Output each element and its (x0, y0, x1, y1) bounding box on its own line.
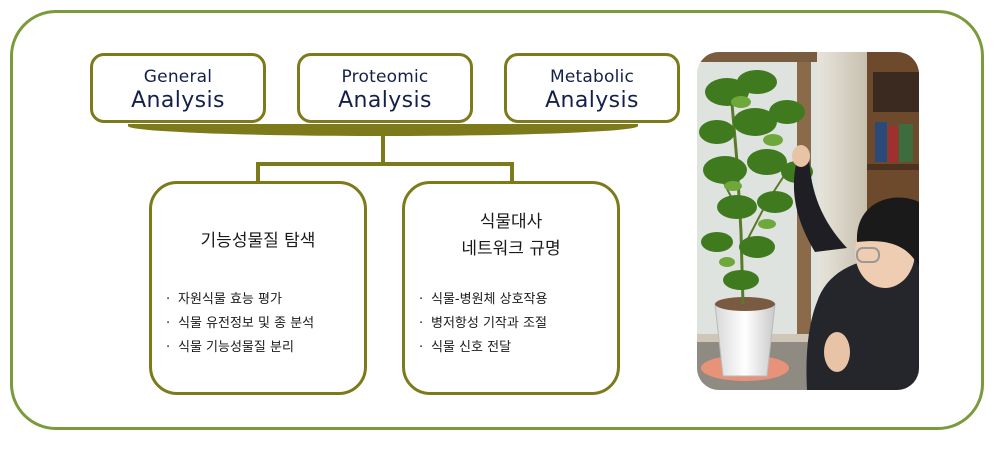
general-analysis-line2: Analysis (131, 88, 225, 113)
outer-frame (10, 10, 984, 430)
list-item: 식물 기능성물질 분리 (166, 336, 358, 360)
metabolic-network-title-line1: 식물대사 (479, 212, 543, 232)
photo-illustration (697, 52, 919, 390)
list-item: 자원식물 효능 평가 (166, 288, 358, 312)
list-item: 식물 유전정보 및 종 분석 (166, 312, 358, 336)
proteomic-analysis-box: Proteomic Analysis (297, 53, 473, 123)
metabolic-network-title-line2: 네트워크 규명 (461, 239, 561, 259)
list-item: 병저항성 기작과 조절 (419, 312, 611, 336)
functional-substance-list: 자원식물 효능 평가 식물 유전정보 및 종 분석 식물 기능성물질 분리 (166, 288, 358, 360)
proteomic-analysis-line2: Analysis (338, 88, 432, 113)
list-item: 식물 신호 전달 (419, 336, 611, 360)
left-branch-connector (256, 162, 260, 182)
researcher-plant-photo (697, 52, 919, 390)
general-analysis-line1: General (143, 67, 213, 87)
metabolic-analysis-line1: Metabolic (550, 67, 634, 87)
analysis-bracket (128, 124, 638, 136)
metabolic-network-box: 식물대사 네트워크 규명 식물-병원체 상호작용 병저항성 기작과 조절 식물 … (402, 181, 620, 395)
proteomic-analysis-line1: Proteomic (341, 67, 429, 87)
general-analysis-box: General Analysis (90, 53, 266, 123)
branch-connector (256, 162, 514, 166)
list-item: 식물-병원체 상호작용 (419, 288, 611, 312)
trunk-connector (381, 134, 385, 164)
functional-substance-box: 기능성물질 탐색 자원식물 효능 평가 식물 유전정보 및 종 분석 식물 기능… (149, 181, 367, 395)
metabolic-analysis-line2: Analysis (545, 88, 639, 113)
metabolic-network-list: 식물-병원체 상호작용 병저항성 기작과 조절 식물 신호 전달 (419, 288, 611, 360)
right-branch-connector (510, 162, 514, 182)
functional-substance-title: 기능성물질 탐색 (200, 231, 316, 251)
metabolic-analysis-box: Metabolic Analysis (504, 53, 680, 123)
